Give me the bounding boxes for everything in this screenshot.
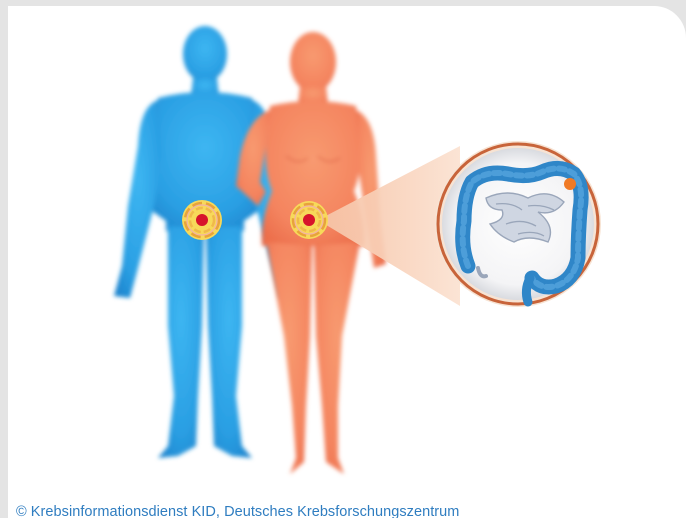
figure-card: © Krebsinformationsdienst KID, Deutsches… — [8, 6, 686, 518]
body-illustration — [8, 6, 686, 496]
target-icon — [290, 201, 328, 239]
tumor-spot — [564, 178, 576, 190]
target-icon — [182, 200, 222, 240]
female-figure-icon — [236, 32, 386, 474]
copyright-credit: © Krebsinformationsdienst KID, Deutsches… — [16, 504, 459, 518]
